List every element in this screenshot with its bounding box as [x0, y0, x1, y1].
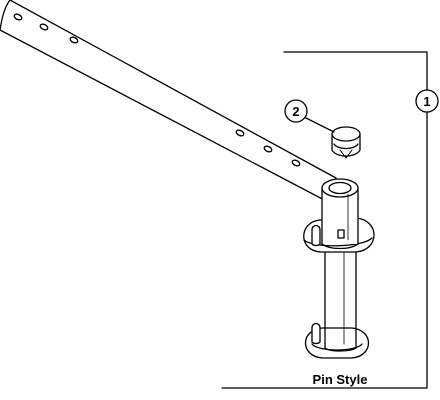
callout-2-number: 2: [292, 104, 299, 119]
horizontal-tube: [0, 0, 337, 204]
diagram-caption: Pin Style: [312, 372, 368, 387]
callout-2-circle: [284, 99, 308, 123]
end-cap-part: [331, 126, 361, 159]
callout-1-bracket: [221, 51, 428, 389]
callout-2-leader: [305, 117, 335, 133]
vertical-tube-assembly: [303, 178, 375, 359]
callout-1-circle: [415, 89, 439, 113]
callout-1-number: 1: [423, 94, 430, 109]
